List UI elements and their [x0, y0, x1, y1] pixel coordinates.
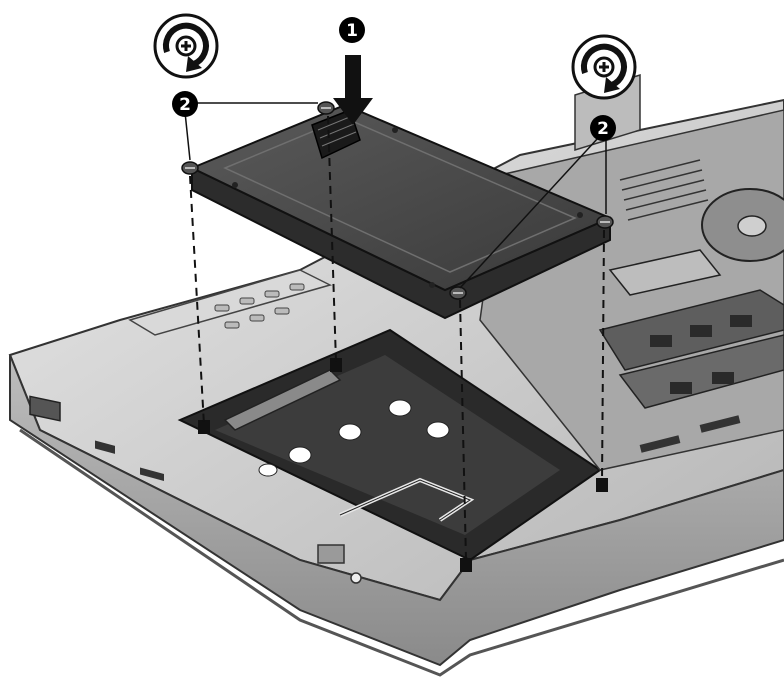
screw-right-front — [449, 286, 467, 300]
bay-screw-posts — [198, 358, 608, 572]
screws — [181, 101, 614, 300]
fan-hub — [737, 215, 767, 237]
rear-rim-left — [128, 269, 333, 336]
heatsink-fins — [619, 159, 709, 221]
wireless-card — [608, 249, 722, 296]
callout-step-2-left-label: 2 — [179, 95, 191, 115]
leader-2-right-a — [459, 137, 599, 289]
hard-drive-label — [223, 117, 577, 273]
hard-drive-details — [232, 127, 583, 288]
bay-cable-outline — [339, 479, 472, 521]
screw-left-rear — [317, 101, 335, 115]
card-slot — [140, 467, 164, 481]
screw-tighten-icon — [571, 34, 637, 100]
leader-2-left-b — [184, 111, 191, 161]
callout-step-2-right: 2 — [590, 115, 616, 141]
front-latch — [317, 544, 345, 564]
hard-drive-connector-pins — [317, 115, 357, 147]
chassis-bottom-lip — [19, 428, 784, 677]
bay-floor — [215, 355, 560, 535]
screw-tighten-icon — [153, 13, 219, 79]
memory-chips — [650, 315, 752, 394]
callout-leaders — [184, 102, 607, 289]
callout-step-2-right-label: 2 — [597, 119, 609, 139]
alignment-lines — [189, 115, 605, 561]
usb-port — [95, 440, 115, 454]
hard-drive-connector — [311, 109, 361, 160]
screw-left-front — [181, 161, 199, 175]
power-indicator — [350, 572, 362, 584]
callout-step-1: 1 — [339, 17, 365, 43]
alignment-line-right-front — [459, 299, 467, 561]
memory-module-2 — [618, 334, 784, 409]
vga-port — [29, 395, 61, 422]
down-arrow-icon — [333, 55, 373, 125]
alignment-line-right-rear — [601, 229, 605, 483]
callout-step-1-label: 1 — [346, 21, 358, 41]
callout-step-2-left: 2 — [172, 91, 198, 117]
vent-slots — [214, 283, 305, 329]
internal-components — [479, 73, 784, 471]
bay-holes — [258, 399, 450, 477]
hard-drive-bay — [177, 328, 608, 572]
bay-connector — [223, 369, 342, 431]
screw-right-rear — [596, 215, 614, 229]
board-connectors — [639, 415, 741, 453]
chassis-front-edge — [9, 354, 784, 667]
